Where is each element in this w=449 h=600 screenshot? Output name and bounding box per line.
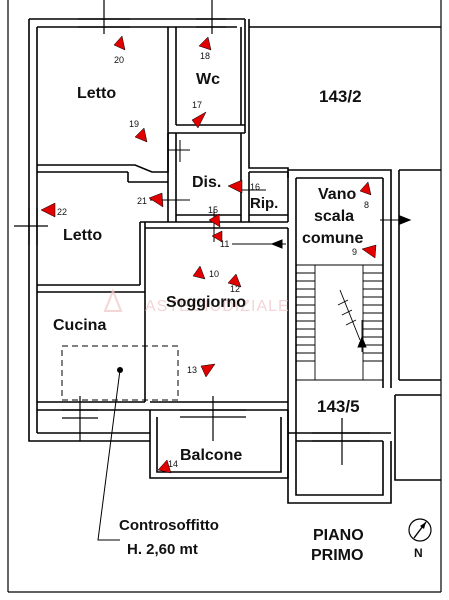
room-unit-143-2: 143/2 [319, 87, 362, 106]
camera-view-marker-icon [113, 35, 126, 51]
photo-markers [40, 35, 377, 474]
marker-number: 22 [57, 207, 67, 217]
camera-view-marker-icon [134, 127, 148, 143]
camera-view-marker-icon [198, 36, 212, 51]
ceiling-note-line2: H. 2,60 mt [127, 541, 198, 558]
room-letto-top: Letto [77, 85, 116, 102]
camera-view-marker-icon [191, 111, 207, 129]
camera-view-marker-icon [40, 202, 56, 218]
room-soggiorno: Soggiorno [166, 294, 246, 311]
marker-number: 19 [129, 119, 139, 129]
marker-number: 15 [208, 205, 218, 215]
ceiling-note-line1: Controsoffitto [119, 517, 219, 534]
marker-number: 13 [187, 365, 197, 375]
room-rip: Rip. [250, 195, 278, 212]
room-wc: Wc [196, 71, 220, 88]
room-letto-mid: Letto [63, 227, 102, 244]
camera-view-marker-icon [211, 230, 223, 243]
marker-number: 21 [137, 196, 147, 206]
marker-number: 11 [220, 239, 229, 249]
marker-number: 16 [250, 182, 260, 192]
ceiling-area [61, 345, 179, 541]
marker-number: 10 [209, 269, 219, 279]
marker-number: 12 [230, 284, 240, 294]
room-dis: Dis. [192, 174, 221, 191]
walls [28, 18, 441, 504]
room-unit-143-5: 143/5 [317, 397, 360, 416]
drawing-frame [7, 0, 442, 593]
camera-view-marker-icon [227, 273, 242, 288]
room-vano-line3: comune [302, 230, 363, 247]
camera-view-marker-icon [200, 363, 216, 378]
marker-number: 8 [364, 200, 369, 210]
room-balcone: Balcone [180, 447, 242, 464]
camera-view-marker-icon [157, 459, 172, 474]
camera-view-marker-icon [192, 265, 206, 280]
watermark: ASTEGIUDIZIALE [103, 288, 290, 315]
marker-number: 9 [352, 247, 357, 257]
windows [14, 0, 370, 465]
north-label: N [414, 546, 423, 560]
staircase [296, 264, 383, 381]
marker-number: 14 [168, 459, 178, 469]
floor-label-line1: PIANO [313, 527, 364, 544]
room-vano-line2: scala [314, 208, 354, 225]
camera-view-marker-icon [227, 179, 243, 194]
room-labels: Letto Wc 143/2 Dis. Rip. Vano scala comu… [53, 71, 363, 464]
floor-label-line2: PRIMO [311, 547, 363, 564]
ceiling-note: Controsoffitto H. 2,60 mt [119, 517, 219, 558]
camera-view-marker-icon [148, 192, 164, 208]
camera-view-marker-icon [361, 244, 377, 259]
floor-label: PIANO PRIMO [311, 527, 364, 564]
marker-number: 20 [114, 55, 124, 65]
watermark-text: ASTEGIUDIZIALE [145, 298, 290, 315]
photo-marker-numbers: 20 18 17 19 16 8 22 21 15 11 9 10 12 13 … [57, 51, 369, 469]
camera-view-marker-icon [208, 213, 221, 228]
room-vano-line1: Vano [318, 186, 356, 203]
marker-number: 18 [200, 51, 210, 61]
north-arrow-icon: N [408, 518, 432, 560]
marker-number: 17 [192, 100, 202, 110]
camera-view-marker-icon [359, 181, 372, 196]
room-cucina: Cucina [53, 317, 106, 334]
